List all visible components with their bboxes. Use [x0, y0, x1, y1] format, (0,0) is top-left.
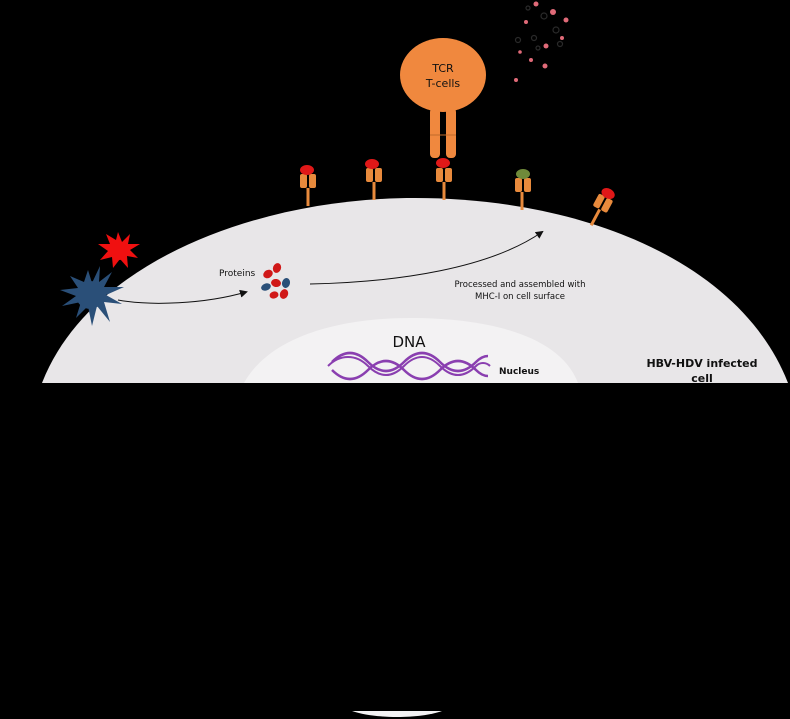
- processed-label-line1: Processed and assembled with: [455, 280, 586, 290]
- dna-helix-icon: [327, 351, 491, 381]
- virus-icon: [60, 266, 124, 326]
- nucleus-label: Nucleus: [499, 367, 539, 377]
- cytokine-particles: [514, 1, 569, 82]
- cell-label-line1: HBV-HDV infected: [646, 357, 757, 370]
- mhc-receptor-icon: [436, 158, 452, 200]
- dna-label: DNA: [392, 333, 426, 351]
- mhc-receptor-icon: [515, 169, 531, 210]
- tcr-label-line2: T-cells: [425, 77, 461, 90]
- processed-label-line2: MHC-I on cell surface: [475, 292, 565, 302]
- virus-icon: [98, 232, 140, 268]
- proteins-cluster: [261, 263, 291, 299]
- cell-label-line2: cell: [691, 372, 713, 385]
- nucleus: [244, 318, 578, 383]
- arrow-proteins-to-surface: [309, 230, 544, 285]
- mhc-receptor-icon: [365, 159, 382, 200]
- proteins-label: Proteins: [219, 269, 256, 279]
- mhc-receptor-icon: [300, 165, 316, 206]
- infected-cell: [42, 198, 788, 383]
- tcr-label-line1: TCR: [431, 62, 454, 75]
- arrow-virus-to-proteins: [117, 289, 248, 304]
- t-cell: [400, 38, 486, 158]
- mhc-receptor-icon: [589, 188, 615, 227]
- cytokine-particles-dark: [514, 5, 564, 51]
- lower-cell-edge: [352, 711, 442, 717]
